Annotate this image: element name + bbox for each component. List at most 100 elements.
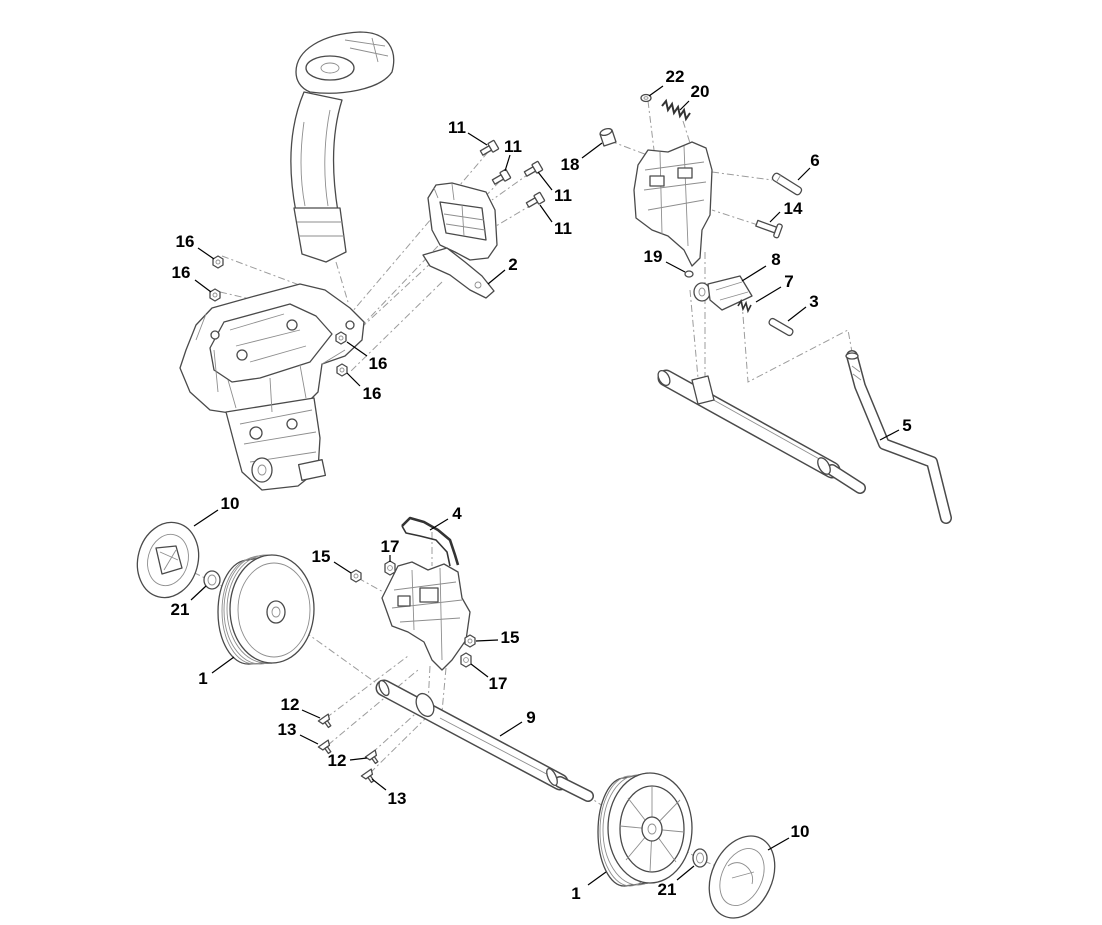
callout-label: 1 — [571, 884, 580, 903]
callout-label: 19 — [644, 247, 663, 266]
callout-part-3: 3 — [787, 292, 819, 322]
callout-part-21: 21 — [658, 865, 695, 899]
callout-part-20: 20 — [679, 82, 710, 111]
callout-label: 11 — [554, 186, 572, 205]
axle-part-9 — [375, 679, 594, 802]
screw-part-13 — [317, 739, 332, 755]
callout-part-9: 9 — [499, 708, 536, 737]
nut-part-16 — [212, 255, 224, 269]
callout-part-12: 12 — [281, 695, 321, 719]
callout-part-10: 10 — [767, 822, 810, 851]
handle-grip — [290, 31, 395, 263]
nut-part-17 — [384, 560, 396, 576]
callout-part-11: 11 — [537, 171, 572, 205]
callout-part-15: 15 — [312, 547, 352, 574]
hubcap-part-10 — [136, 521, 200, 599]
callout-label: 15 — [312, 547, 331, 566]
bushing-part-18 — [599, 127, 617, 147]
callout-part-21: 21 — [171, 585, 207, 619]
callout-label: 11 — [554, 219, 572, 238]
wheel-part-1 — [597, 772, 693, 887]
bolt-part-11 — [523, 160, 544, 177]
callout-label: 6 — [810, 151, 819, 170]
callout-label: 7 — [784, 272, 793, 291]
nut-part-15 — [350, 569, 362, 583]
callout-part-5: 5 — [879, 416, 912, 441]
callout-label: 16 — [176, 232, 195, 251]
washer-part-22 — [640, 93, 652, 103]
callout-part-10: 10 — [193, 494, 240, 527]
callout-label: 13 — [278, 720, 297, 739]
callout-label: 13 — [388, 789, 407, 808]
bolt-part-11 — [479, 139, 500, 156]
callout-part-8: 8 — [741, 250, 781, 282]
nut-part-17 — [460, 652, 472, 668]
bent-rod-part-5 — [845, 350, 952, 524]
nut-part-16 — [336, 363, 348, 377]
callout-part-1: 1 — [571, 871, 607, 903]
callout-label: 9 — [526, 708, 535, 727]
callout-label: 5 — [902, 416, 911, 435]
callout-label: 8 — [771, 250, 780, 269]
callout-label: 12 — [328, 751, 347, 770]
callout-label: 21 — [658, 880, 677, 899]
callout-part-11: 11 — [539, 204, 572, 238]
callout-label: 20 — [691, 82, 710, 101]
screw-part-12 — [317, 713, 332, 729]
wire-clip-part-4 — [401, 516, 460, 567]
callout-part-1: 1 — [198, 656, 235, 688]
lower-handle-tube — [657, 369, 866, 494]
nut-part-16 — [335, 331, 347, 345]
spring-part-20 — [661, 98, 691, 122]
callout-part-19: 19 — [644, 247, 686, 273]
callout-label: 21 — [171, 600, 190, 619]
callout-part-11: 11 — [504, 137, 522, 172]
callout-label: 2 — [508, 255, 517, 274]
gearbox-housing — [179, 283, 365, 491]
screw-part-12 — [364, 749, 379, 765]
callout-label: 1 — [198, 669, 207, 688]
callout-part-13: 13 — [371, 778, 407, 808]
callout-part-16: 16 — [172, 263, 212, 293]
callout-label: 17 — [381, 537, 400, 556]
callout-part-7: 7 — [755, 272, 794, 303]
callout-label: 14 — [784, 199, 803, 218]
wheel-part-1 — [217, 554, 315, 665]
callout-part-4: 4 — [429, 504, 462, 531]
latch-part-8 — [693, 275, 753, 311]
screw-part-13 — [360, 768, 375, 784]
callout-part-16: 16 — [346, 372, 382, 403]
callout-part-13: 13 — [278, 720, 319, 745]
callout-part-14: 14 — [769, 199, 803, 223]
callout-label: 16 — [369, 354, 388, 373]
nut-part-16 — [209, 288, 221, 302]
callout-part-11: 11 — [448, 118, 488, 146]
bracket-part-2 — [422, 182, 498, 299]
callout-label: 10 — [791, 822, 810, 841]
callout-part-17: 17 — [470, 663, 507, 693]
callout-label: 4 — [452, 504, 462, 523]
callout-part-16: 16 — [176, 232, 215, 260]
callout-label: 12 — [281, 695, 300, 714]
callout-label: 16 — [172, 263, 191, 282]
callout-label: 10 — [221, 494, 240, 513]
callout-label: 16 — [363, 384, 382, 403]
axle-bracket — [381, 561, 471, 671]
callout-part-6: 6 — [797, 151, 820, 181]
callout-part-2: 2 — [487, 255, 518, 285]
washer-part-21 — [203, 570, 221, 590]
callout-label: 15 — [501, 628, 520, 647]
callout-part-18: 18 — [561, 142, 603, 174]
pin-part-6 — [771, 172, 803, 196]
latch-bracket — [633, 141, 713, 267]
callout-label: 18 — [561, 155, 580, 174]
callout-label: 3 — [809, 292, 818, 311]
callout-part-12: 12 — [328, 751, 368, 770]
o-ring-part-19 — [684, 270, 694, 278]
washer-part-21 — [692, 848, 708, 868]
callout-part-17: 17 — [381, 537, 400, 562]
bolt-part-11 — [525, 191, 546, 208]
nut-part-15 — [464, 634, 476, 648]
spring-part-7 — [737, 298, 752, 314]
